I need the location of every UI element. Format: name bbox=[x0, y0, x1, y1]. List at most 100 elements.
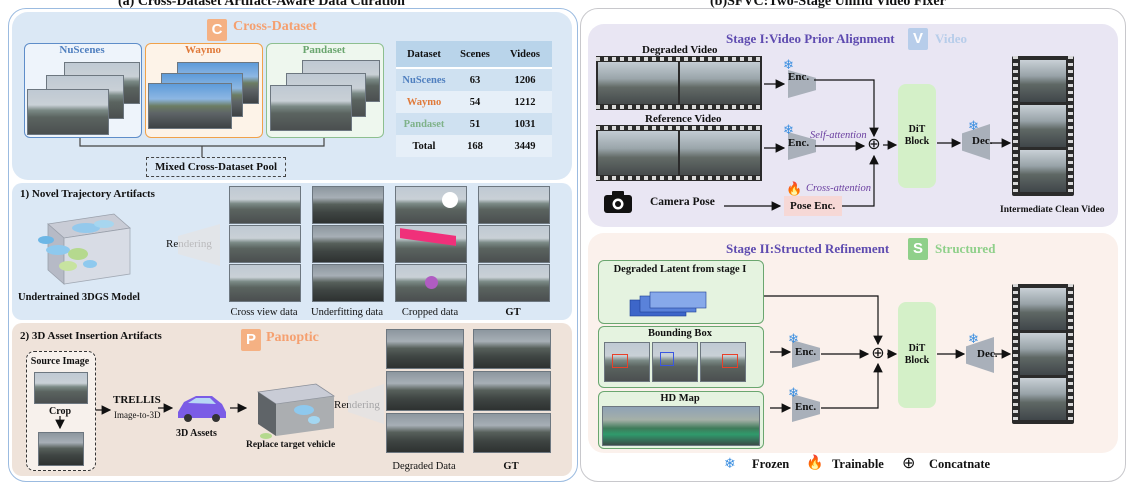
structured-badge: S bbox=[908, 238, 928, 260]
table-header: Dataset bbox=[396, 41, 452, 69]
table-header: Scenes bbox=[452, 41, 498, 69]
camera-pose-label: Camera Pose bbox=[650, 196, 715, 208]
latent-label: Degraded Latent from stage I bbox=[613, 264, 747, 275]
intermediate-video-film bbox=[1012, 56, 1074, 196]
stage2-title: Stage II:Structed Refinement bbox=[726, 241, 890, 256]
film-frame bbox=[1020, 150, 1066, 192]
bbox-image bbox=[700, 342, 746, 382]
cropped-vehicle-image bbox=[38, 432, 84, 466]
legend-frozen-label: Frozen bbox=[752, 457, 790, 471]
hdmap-image bbox=[602, 406, 760, 446]
degraded-data-image bbox=[386, 329, 464, 369]
legend-trainable-label: Trainable bbox=[832, 457, 884, 471]
frozen-icon: ❄ bbox=[968, 331, 979, 346]
table-row: Pandaset 51 1031 bbox=[396, 113, 552, 135]
stage1-title: Stage I:Video Prior Alignment bbox=[726, 31, 895, 46]
table-cell: 168 bbox=[452, 135, 498, 157]
pose-enc-block bbox=[784, 196, 842, 216]
table-row: NuScenes 63 1206 bbox=[396, 68, 552, 91]
table-header-row: Dataset Scenes Videos bbox=[396, 41, 552, 69]
film-holes bbox=[596, 105, 762, 109]
enc-label: Enc. bbox=[795, 346, 817, 358]
legend-concat-icon: ⊕ bbox=[902, 455, 916, 472]
refined-video-film bbox=[1012, 284, 1074, 424]
trellis-sub-label: Image-to-3D bbox=[114, 410, 161, 420]
table-cell: 63 bbox=[452, 68, 498, 91]
camera-icon bbox=[604, 191, 632, 213]
reference-video-label: Reference Video bbox=[645, 113, 722, 125]
frozen-icon: ❄ bbox=[783, 122, 794, 137]
degraded-data-image bbox=[386, 371, 464, 411]
waymo-label: Waymo bbox=[184, 44, 222, 56]
video-badge: V bbox=[908, 28, 928, 50]
film-holes bbox=[596, 126, 762, 130]
caption-cropped: Cropped data bbox=[401, 307, 459, 318]
right-figure-title: (b)SFVC:Two-Stage Unifid Video Fixer bbox=[710, 0, 946, 9]
film-frame bbox=[1020, 288, 1066, 330]
crop-artifact-purple bbox=[425, 276, 438, 289]
caption-cross-view: Cross view data bbox=[230, 307, 298, 318]
pandaset-label: Pandaset bbox=[302, 44, 346, 56]
crop-artifact-white bbox=[442, 192, 458, 208]
table-cell: 54 bbox=[452, 91, 498, 113]
cropped-image bbox=[395, 264, 467, 302]
latent-stack-icon bbox=[629, 291, 707, 317]
bbox-overlay bbox=[722, 354, 738, 368]
concat-icon: ⊕ bbox=[867, 136, 881, 153]
film-holes bbox=[596, 176, 762, 180]
mixed-pool-label: Mixed Cross-Dataset Pool bbox=[146, 157, 286, 177]
degraded-data-image bbox=[386, 413, 464, 453]
film-frame bbox=[1020, 60, 1066, 102]
underfitting-image bbox=[312, 186, 384, 224]
degraded-video-label: Degraded Video bbox=[642, 44, 718, 56]
panoptic-badge: P bbox=[241, 329, 261, 351]
hdmap-label: HD Map bbox=[660, 393, 700, 404]
bbox-image bbox=[652, 342, 698, 382]
table-header: Videos bbox=[498, 41, 552, 69]
self-attention-label: Self-attention bbox=[810, 130, 867, 141]
dit-label: DiT Block bbox=[904, 342, 930, 367]
table-row: Waymo 54 1212 bbox=[396, 91, 552, 113]
table-row: Total 168 3449 bbox=[396, 135, 552, 157]
pandaset-photo-front bbox=[270, 85, 352, 131]
table-cell: Pandaset bbox=[396, 113, 452, 135]
replace-cube-icon bbox=[256, 383, 336, 439]
dit-label: DiT Block bbox=[904, 123, 930, 148]
bbox-overlay bbox=[660, 352, 674, 366]
novel-trajectory-title: 1) Novel Trajectory Artifacts bbox=[20, 188, 155, 200]
dec-label: Dec. bbox=[977, 348, 998, 360]
table-cell: Total bbox=[396, 135, 452, 157]
frozen-icon: ❄ bbox=[788, 331, 799, 346]
degraded-video-film bbox=[596, 56, 762, 110]
reference-video-film bbox=[596, 125, 762, 181]
film-holes bbox=[1013, 56, 1018, 196]
table-cell: 1206 bbox=[498, 68, 552, 91]
pose-enc-label: Pose Enc. bbox=[790, 200, 836, 212]
enc-label: Enc. bbox=[788, 71, 810, 83]
film-holes bbox=[1068, 284, 1073, 424]
intermediate-video-label: Intermediate Clean Video bbox=[1000, 205, 1105, 215]
asset-insertion-title: 2) 3D Asset Insertion Artifacts bbox=[20, 330, 162, 342]
rendering-fan-icon-2 bbox=[348, 384, 384, 424]
crop-label: Crop bbox=[48, 406, 72, 417]
table-cell: 1031 bbox=[498, 113, 552, 135]
gt-data-image bbox=[473, 413, 551, 453]
cross-view-image bbox=[229, 186, 301, 224]
underfitting-image bbox=[312, 264, 384, 302]
structured-badge-label: Structured bbox=[935, 241, 996, 256]
film-frame bbox=[1020, 105, 1066, 147]
enc-label: Enc. bbox=[795, 401, 817, 413]
bbox-overlay bbox=[612, 354, 628, 368]
legend-trainable-icon: 🔥 bbox=[806, 456, 824, 471]
film-frame bbox=[680, 131, 760, 175]
dec-label: Dec. bbox=[972, 135, 993, 147]
waymo-photo-front bbox=[148, 83, 232, 129]
table-cell: NuScenes bbox=[396, 68, 452, 91]
dit-block-stage2: DiT Block bbox=[898, 302, 936, 408]
caption-gt: GT bbox=[505, 307, 521, 318]
source-image bbox=[34, 372, 88, 404]
caption-gt-2: GT bbox=[503, 461, 519, 472]
nuscenes-photo-front bbox=[27, 89, 109, 135]
